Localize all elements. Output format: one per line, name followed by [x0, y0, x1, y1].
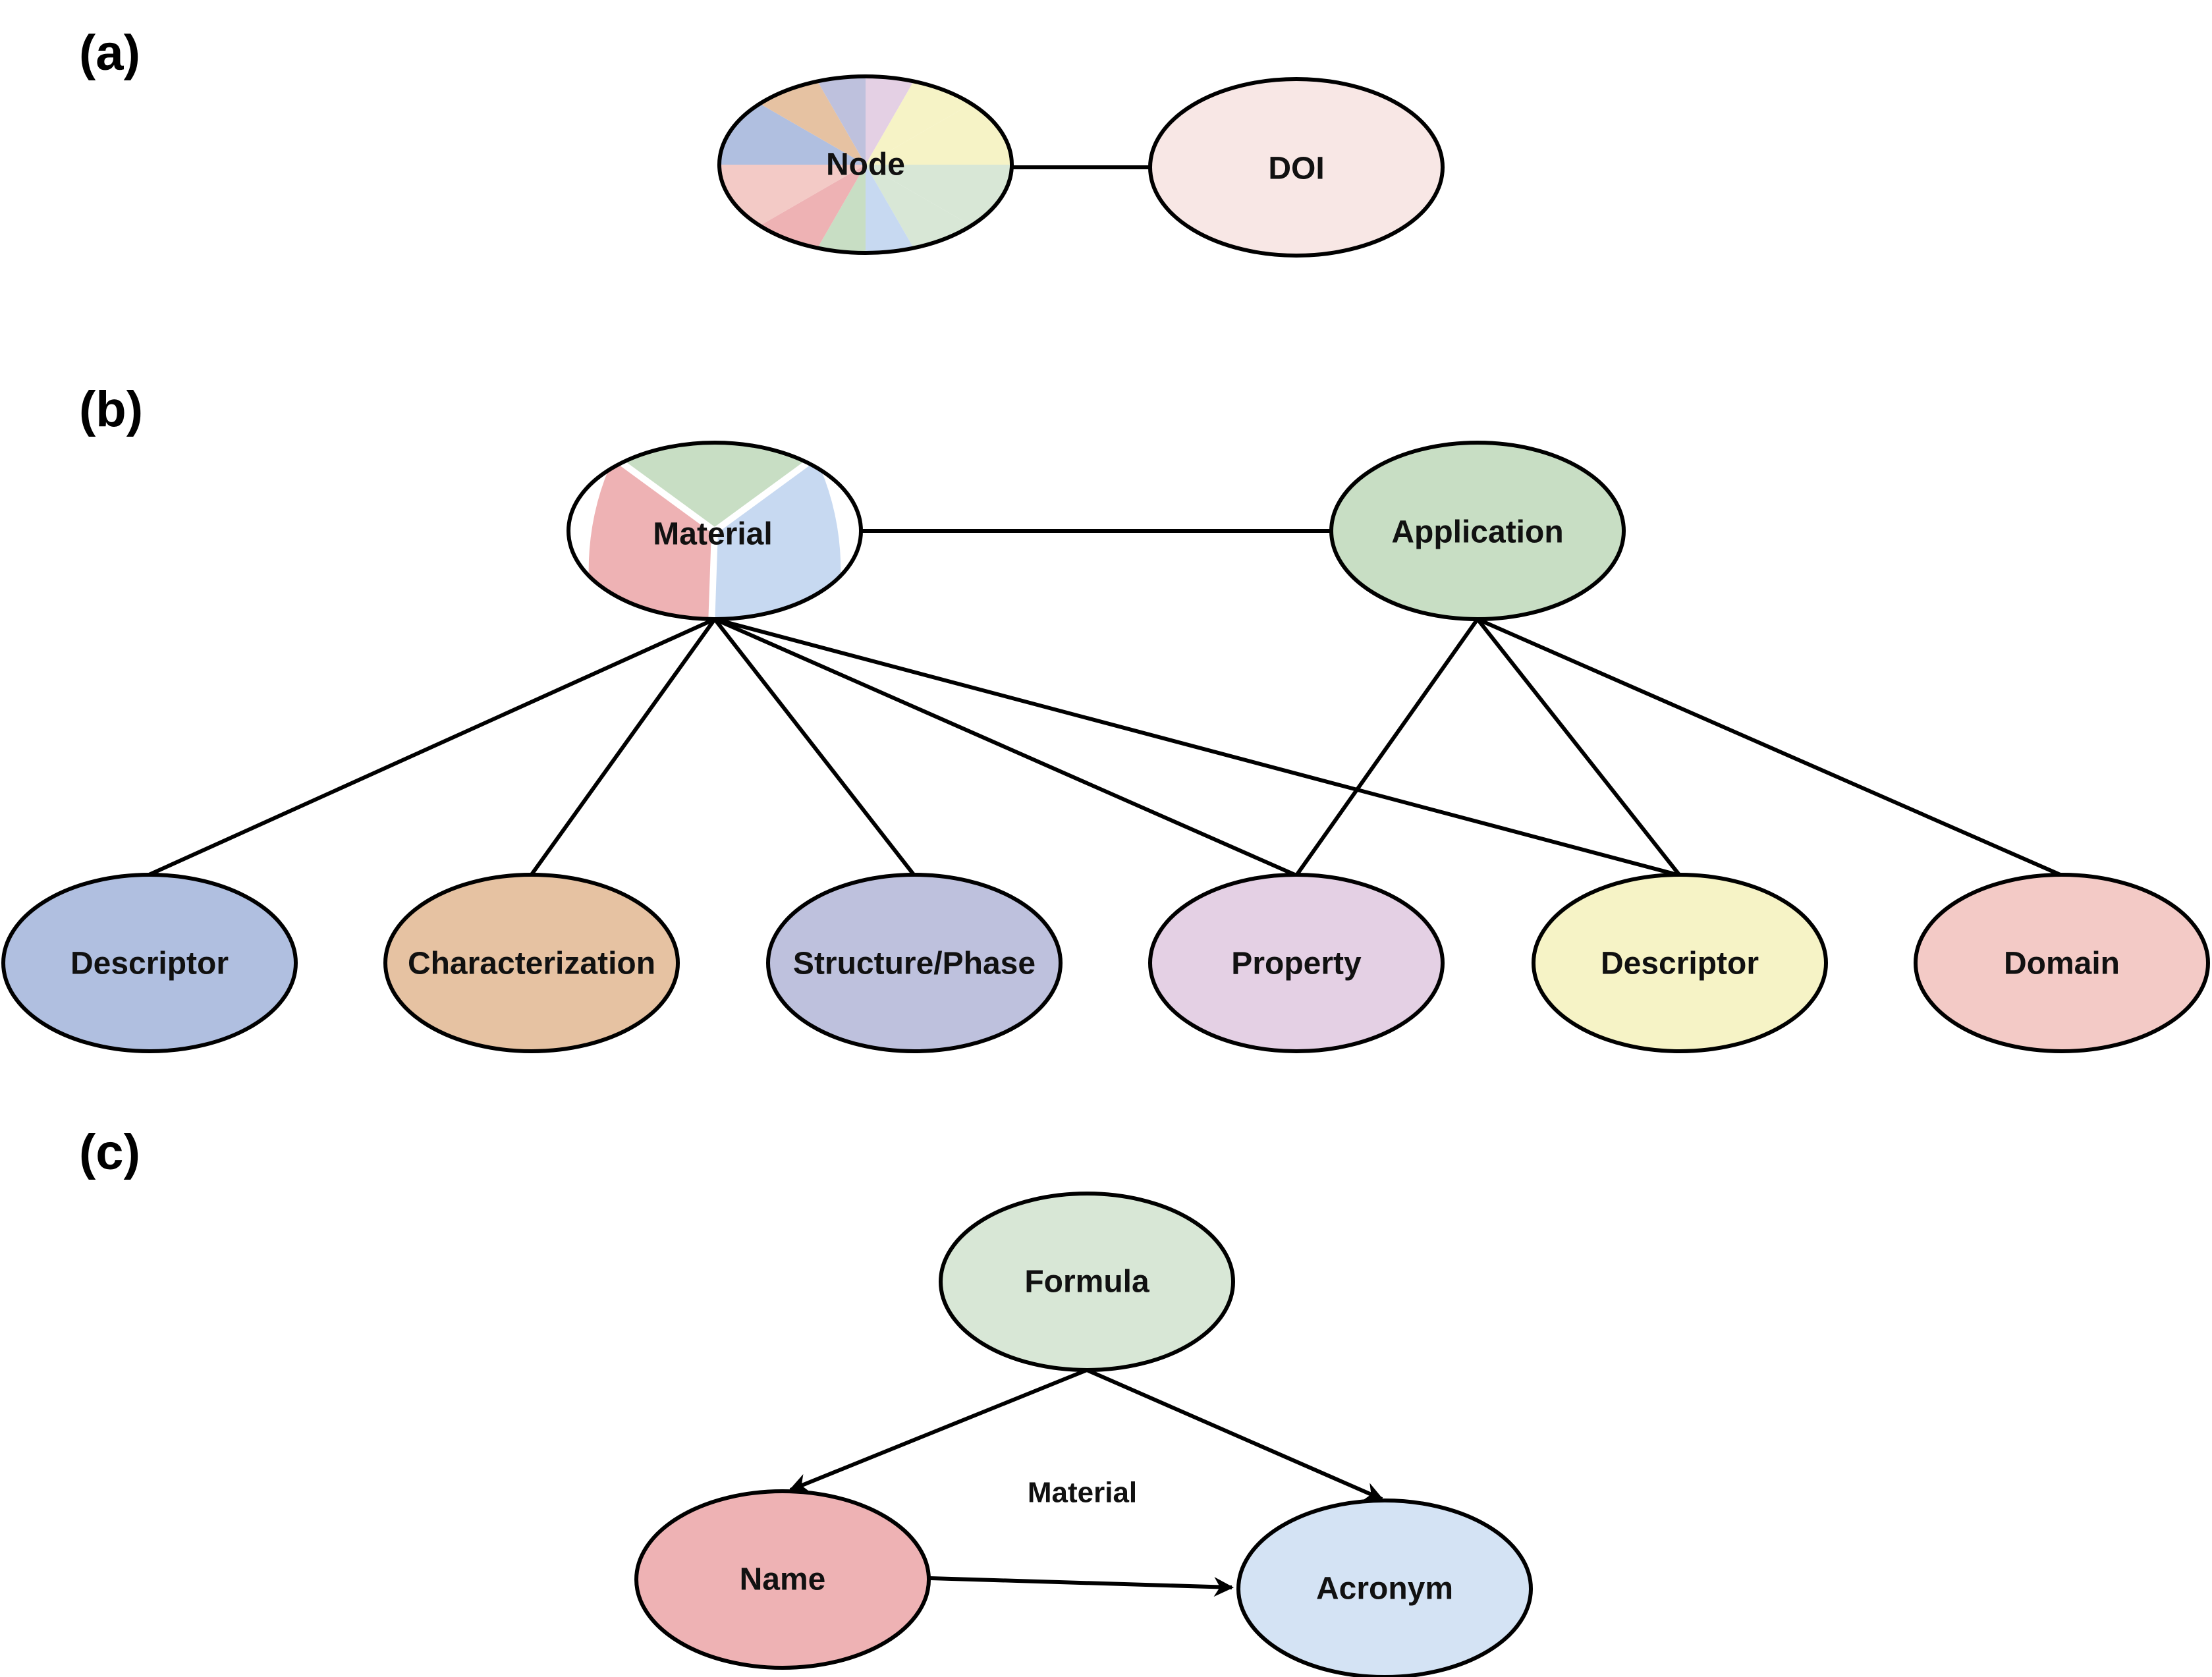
descriptor-2-ellipse[interactable]: Descriptor	[1532, 873, 1828, 1053]
edge-material-structure	[713, 618, 916, 877]
material-center-label: Material	[1028, 1477, 1137, 1509]
edge-material-property	[713, 617, 1298, 877]
material-sector-blue	[715, 457, 841, 619]
material-sector-red	[588, 457, 715, 619]
material-sector-green	[614, 443, 816, 531]
characterization-ellipse[interactable]: Characterization	[383, 873, 680, 1053]
edge-application-descriptor-2	[1476, 618, 1682, 877]
acronym-label: Acronym	[1316, 1572, 1453, 1607]
material-label: Material	[653, 517, 772, 552]
node-ellipse[interactable]: Node	[692, 0, 1039, 339]
name-label: Name	[740, 1562, 826, 1597]
domain-label: Domain	[2004, 947, 2120, 981]
application-ellipse[interactable]: Application	[1329, 441, 1626, 621]
acronym-ellipse[interactable]: Acronym	[1236, 1498, 1533, 1677]
descriptor-2-label: Descriptor	[1601, 947, 1759, 981]
characterization-label: Characterization	[408, 947, 655, 981]
edge-application-domain	[1476, 617, 2063, 877]
doi-label: DOI	[1268, 151, 1324, 186]
edge-material-descriptor-2	[714, 617, 1680, 877]
edge-formula-acronym	[1086, 1368, 1384, 1501]
formula-label: Formula	[1024, 1265, 1149, 1300]
structure-phase-label: Structure/Phase	[793, 947, 1036, 981]
doi-ellipse[interactable]: DOI	[1148, 77, 1445, 258]
property-label: Property	[1231, 947, 1362, 981]
edge-material-characterization	[529, 618, 717, 877]
panel-label-c: (c)	[79, 1124, 140, 1180]
edge-application-property	[1294, 618, 1479, 877]
material-ellipse[interactable]: Material	[567, 437, 863, 794]
panel-label-a: (a)	[79, 25, 140, 81]
panel-label-b: (b)	[79, 381, 143, 437]
panel-a: Node DOI	[692, 0, 1445, 339]
domain-ellipse[interactable]: Domain	[1914, 873, 2210, 1053]
edge-formula-name	[788, 1368, 1088, 1493]
application-label: Application	[1391, 515, 1563, 550]
formula-ellipse[interactable]: Formula	[939, 1192, 1235, 1372]
name-ellipse[interactable]: Name	[634, 1489, 931, 1670]
structure-phase-ellipse[interactable]: Structure/Phase	[766, 873, 1063, 1053]
node-label: Node	[826, 148, 905, 182]
panel-c: Formula Name Acronym Material	[634, 1192, 1533, 1677]
panel-b: Material Application Descriptor Characte…	[1, 437, 2210, 1053]
edge-material-descriptor-1	[146, 617, 716, 877]
edge-name-acronym	[929, 1576, 1234, 1597]
descriptor-1-label: Descriptor	[70, 947, 229, 981]
descriptor-1-ellipse[interactable]: Descriptor	[1, 873, 298, 1053]
property-ellipse[interactable]: Property	[1148, 873, 1445, 1053]
